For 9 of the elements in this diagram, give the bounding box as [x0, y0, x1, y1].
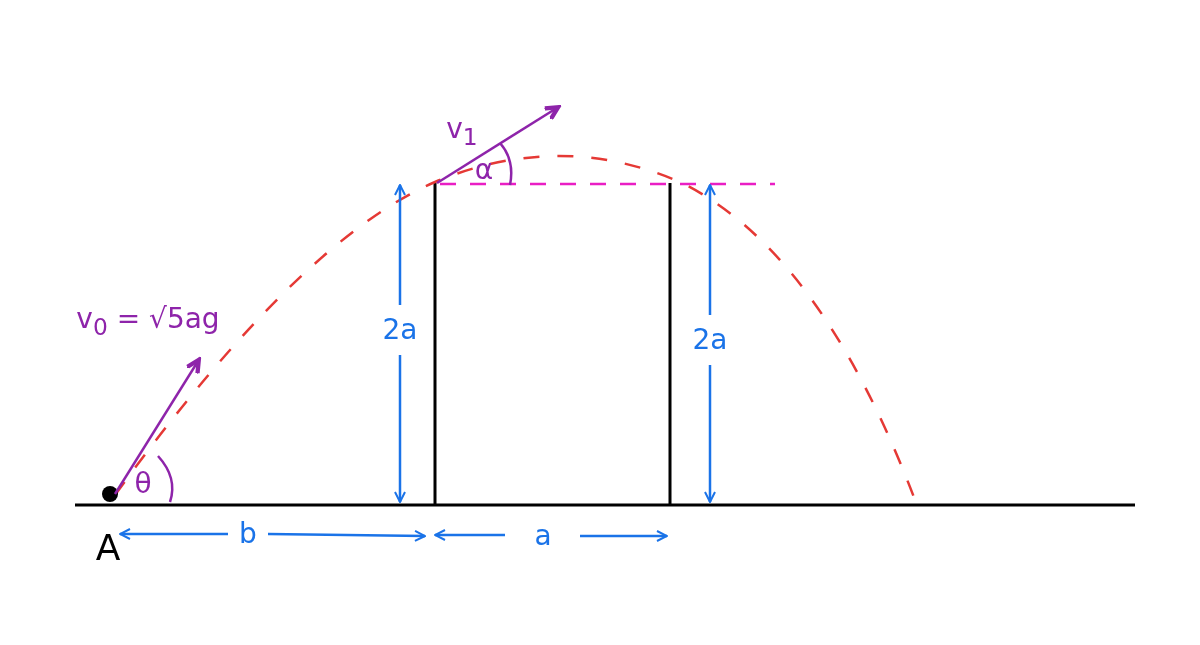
- angle-label: α: [474, 156, 494, 184]
- velocity-label: v$_{0}$ = √5ag: [76, 305, 220, 339]
- point-label: A: [95, 530, 121, 566]
- dimension-label: 2a: [692, 326, 728, 354]
- dimension-label: b: [239, 520, 257, 548]
- dimension-label: a: [534, 522, 552, 550]
- angle-label: θ: [134, 470, 152, 498]
- velocity-label: v$_{1}$: [446, 115, 478, 149]
- dimension-label: 2a: [382, 316, 418, 344]
